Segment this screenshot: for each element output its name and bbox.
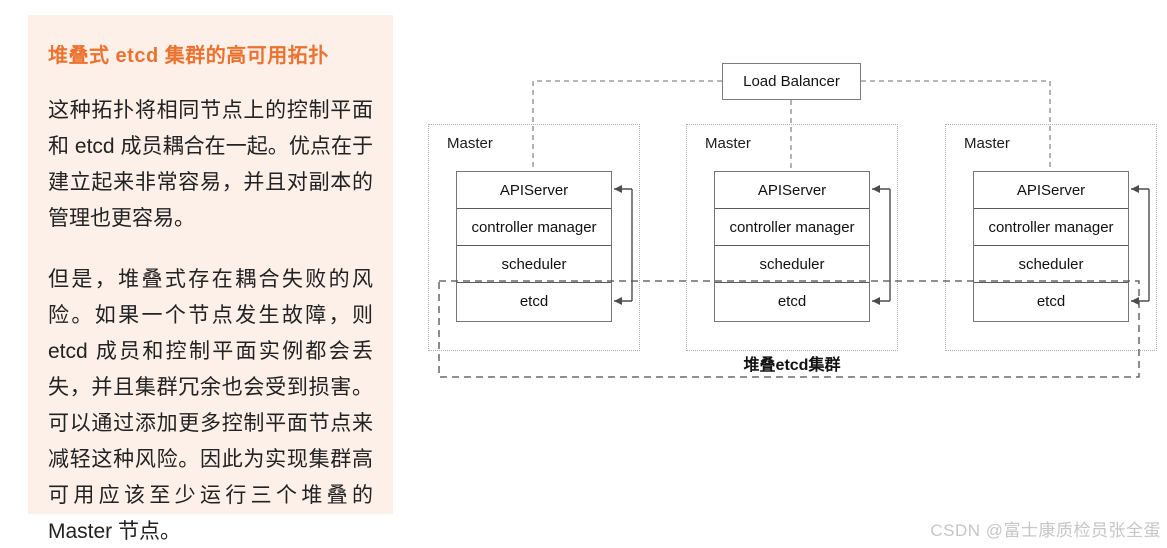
- cluster-label: 堆叠etcd集群: [743, 357, 841, 374]
- master-label: Master: [705, 135, 751, 152]
- component-apiserver: APIServer: [715, 172, 869, 209]
- master-label: Master: [447, 135, 493, 152]
- control-plane-stack: APIServer controller manager scheduler e…: [973, 171, 1129, 322]
- component-etcd: etcd: [715, 283, 869, 320]
- control-plane-stack: APIServer controller manager scheduler e…: [714, 171, 870, 322]
- master-label: Master: [964, 135, 1010, 152]
- master-node-2: Master APIServer controller manager sche…: [686, 124, 898, 351]
- component-controller-manager: controller manager: [974, 209, 1128, 246]
- master-node-3: Master APIServer controller manager sche…: [945, 124, 1157, 351]
- watermark: CSDN @富士康质检员张全蛋: [930, 521, 1161, 540]
- panel-title: 堆叠式 etcd 集群的高可用拓扑: [48, 45, 329, 67]
- component-etcd: etcd: [457, 283, 611, 320]
- component-scheduler: scheduler: [715, 246, 869, 283]
- component-scheduler: scheduler: [457, 246, 611, 283]
- panel-paragraph-2: 但是，堆叠式存在耦合失败的风险。如果一个节点发生故障，则 etcd 成员和控制平…: [48, 268, 373, 543]
- component-controller-manager: controller manager: [715, 209, 869, 246]
- component-scheduler: scheduler: [974, 246, 1128, 283]
- load-balancer-box: Load Balancer: [722, 63, 861, 100]
- component-apiserver: APIServer: [974, 172, 1128, 209]
- master-node-1: Master APIServer controller manager sche…: [428, 124, 640, 351]
- control-plane-stack: APIServer controller manager scheduler e…: [456, 171, 612, 322]
- component-apiserver: APIServer: [457, 172, 611, 209]
- info-panel: 堆叠式 etcd 集群的高可用拓扑 这种拓扑将相同节点上的控制平面和 etcd …: [28, 15, 393, 543]
- component-controller-manager: controller manager: [457, 209, 611, 246]
- panel-paragraph-1: 这种拓扑将相同节点上的控制平面和 etcd 成员耦合在一起。优点在于建立起来非常…: [48, 99, 373, 230]
- component-etcd: etcd: [974, 283, 1128, 320]
